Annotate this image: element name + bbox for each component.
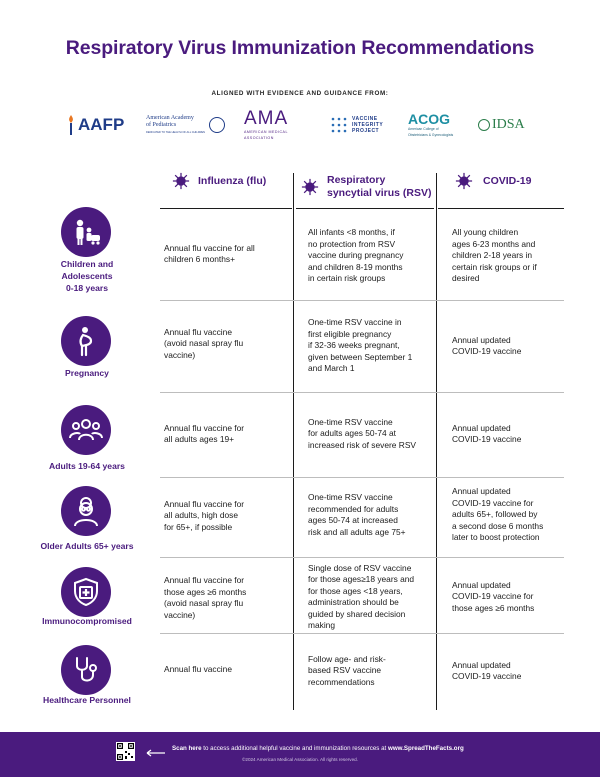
virus-icon-covid (455, 172, 473, 190)
vip-logo: VACCINE INTEGRITY PROJECT (330, 110, 383, 140)
row-divider (160, 477, 564, 478)
divider-vertical-2 (436, 173, 437, 710)
qr-code[interactable] (116, 742, 135, 761)
acog-logo: ACOG American College of Obstetricians &… (408, 111, 454, 137)
pregnant-woman-icon (61, 316, 111, 366)
row-label-healthcare: Healthcare Personnel (43, 695, 131, 705)
virus-icon-flu (172, 172, 190, 190)
footer-url-link[interactable]: www.SpreadTheFacts.org (388, 745, 464, 752)
aafp-logo: AAFP (66, 110, 124, 140)
aap-logo: American Academy of Pediatrics DEDICATED… (146, 110, 226, 140)
family-icon (61, 207, 111, 257)
row-divider (160, 633, 564, 634)
ama-logo: AMA AMERICAN MEDICAL ASSOCIATION (244, 108, 289, 140)
row-label-older-adults: Older Adults 65+ years (40, 541, 134, 551)
page-title: Respiratory Virus Immunization Recommend… (65, 37, 535, 59)
row-label-pregnancy: Pregnancy (65, 368, 109, 378)
arrow-left-icon (146, 744, 166, 757)
column-header-rsv: Respiratory syncytial virus (RSV) (301, 174, 431, 200)
logos-strip: AAFP American Academy of Pediatrics DEDI… (62, 108, 542, 140)
footer-resources-text: Scan here to access additional helpful v… (172, 745, 464, 752)
header-underline-rsv (296, 208, 434, 209)
adults-group-icon (61, 405, 111, 455)
idsa-emblem-icon (478, 119, 490, 131)
header-underline-flu (160, 208, 292, 209)
torch-icon (69, 115, 73, 135)
header-underline-covid (438, 208, 564, 209)
cell-healthcare-flu: Annual flu vaccine (164, 664, 232, 675)
cell-pregnancy-flu: Annual flu vaccine(avoid nasal spray flu… (164, 326, 244, 360)
aap-seal-icon (209, 117, 226, 133)
stethoscope-icon (61, 645, 111, 695)
older-adult-icon (61, 486, 111, 536)
footer-bar (0, 732, 600, 777)
row-divider (160, 300, 564, 301)
column-header-flu: Influenza (flu) (172, 172, 266, 190)
row-divider (160, 392, 564, 393)
virus-icon-rsv (301, 178, 319, 196)
column-header-covid: COVID-19 (455, 172, 531, 190)
row-label-adults: Adults 19-64 years (49, 461, 125, 471)
footer-copyright: ©2024 American Medical Association. All … (242, 757, 358, 762)
shield-medical-icon (61, 567, 111, 617)
aligned-heading: ALIGNED WITH EVIDENCE AND GUIDANCE FROM: (211, 90, 389, 97)
idsa-logo: IDSA (478, 110, 525, 140)
row-divider (160, 557, 564, 558)
row-label-immunocompromised: Immunocompromised (42, 616, 132, 626)
divider-vertical-1 (293, 173, 294, 710)
vip-dots-icon (331, 117, 347, 133)
